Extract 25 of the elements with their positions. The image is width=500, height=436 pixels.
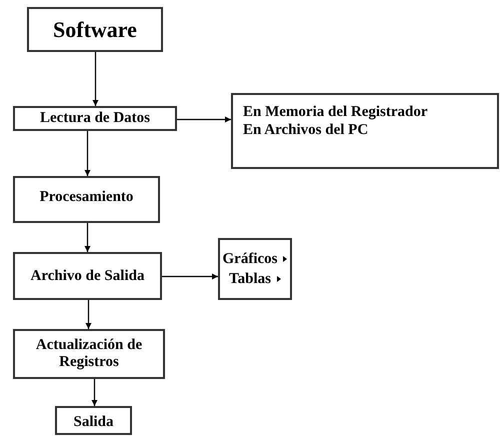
process-box [218, 238, 292, 300]
box-label: Software [53, 16, 137, 44]
list-item: En Memoria del Registrador [243, 103, 428, 121]
list-item: Tablas [229, 270, 271, 289]
list-item: Gráficos [222, 250, 278, 269]
box-label: Salida [73, 413, 114, 432]
arrow [84, 131, 90, 176]
arrow [92, 379, 98, 406]
arrow [92, 52, 98, 106]
process-box [55, 406, 132, 435]
box-label: Archivo de Salida [30, 268, 144, 284]
process-box [13, 106, 177, 131]
process-box [13, 329, 165, 379]
process-box [27, 7, 163, 52]
process-box [231, 93, 499, 169]
arrow [84, 223, 90, 252]
process-box [13, 176, 160, 223]
box-label: Procesamiento [40, 188, 134, 207]
process-box [13, 252, 162, 300]
arrow [177, 116, 231, 122]
arrow [86, 300, 92, 329]
box-label: Lectura de Datos [40, 109, 150, 128]
arrow [162, 274, 218, 280]
list-item: En Archivos del PC [243, 121, 368, 139]
box-label: Actualización de Registros [34, 337, 144, 371]
